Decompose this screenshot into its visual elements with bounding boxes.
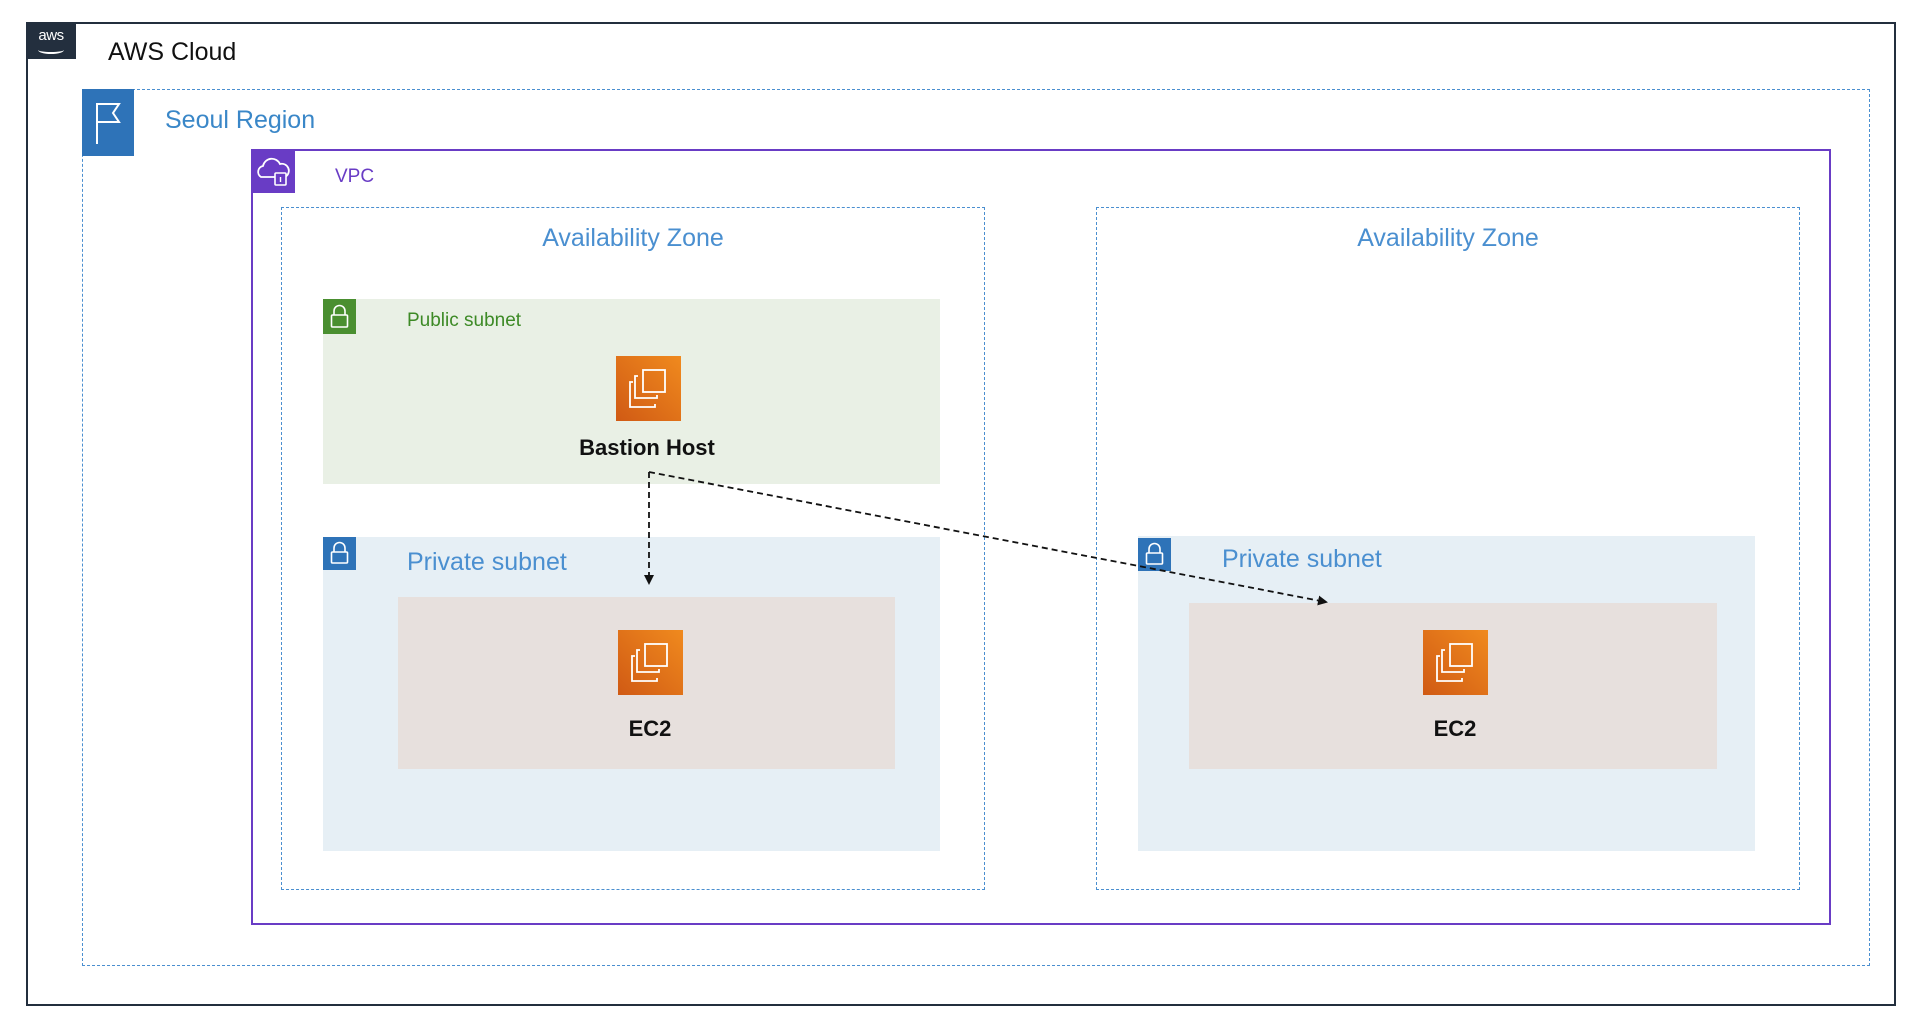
availability-zone-2-label: Availability Zone <box>1357 224 1539 252</box>
ec2-2-icon[interactable] <box>1423 630 1488 695</box>
private-subnet-2-label: Private subnet <box>1222 545 1382 573</box>
aws-cloud-label: AWS Cloud <box>108 38 237 66</box>
region-label: Seoul Region <box>165 106 316 134</box>
vpc-group <box>251 149 1831 925</box>
private-subnet-2-lock-icon <box>1138 538 1171 571</box>
region-group <box>82 89 1870 966</box>
ec2-1-label: EC2 <box>628 716 672 741</box>
availability-zone-1-label: Availability Zone <box>542 224 724 252</box>
region-flag-icon <box>82 89 134 156</box>
ec2-1-icon[interactable] <box>618 630 683 695</box>
private-subnet-1-lock-icon <box>323 537 356 570</box>
aws-cloud-group <box>26 22 1896 1006</box>
aws-logo-smile-icon <box>38 46 64 54</box>
bastion-host-ec2-icon[interactable] <box>616 356 681 421</box>
public-subnet-lock-icon <box>323 299 356 334</box>
public-subnet-label: Public subnet <box>407 310 522 331</box>
vpc-cloud-icon <box>251 149 295 193</box>
vpc-label: VPC <box>335 166 375 187</box>
private-subnet-1-label: Private subnet <box>407 548 567 576</box>
aws-logo-text: aws <box>38 27 64 44</box>
ec2-2-label: EC2 <box>1433 716 1477 741</box>
aws-logo: aws <box>26 22 76 59</box>
bastion-host-label: Bastion Host <box>579 435 715 460</box>
